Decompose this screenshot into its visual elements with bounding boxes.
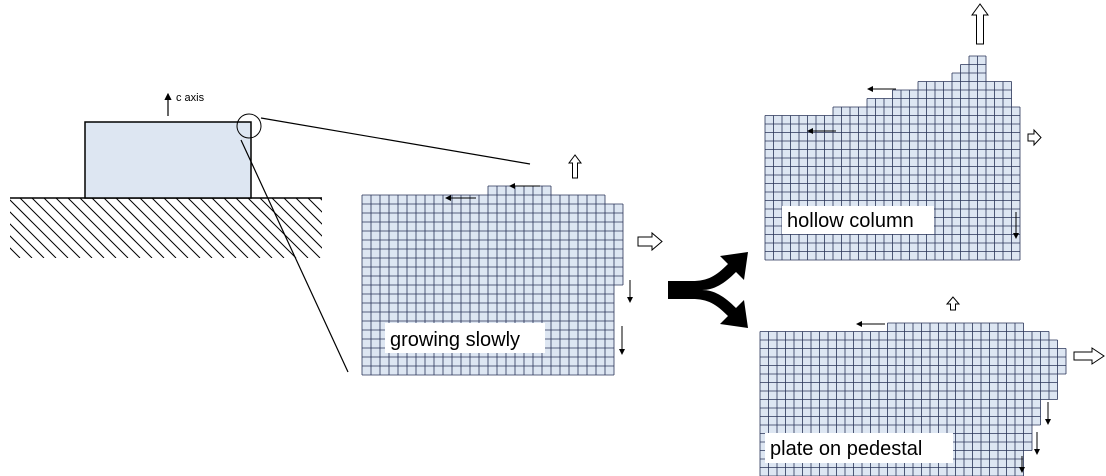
growing-label-box xyxy=(385,323,545,353)
hollow-up-hollow-arrow xyxy=(971,3,989,45)
plate-label-box xyxy=(765,433,953,463)
crystal-block xyxy=(84,121,252,199)
growing-slowly-label: growing slowly xyxy=(390,329,520,351)
plate-right-hollow-arrow xyxy=(1073,347,1105,365)
zoom-circle xyxy=(236,113,262,139)
hollow-label-box xyxy=(782,206,934,234)
zoom-line-top xyxy=(260,117,531,165)
hollow-right-hollow-arrow xyxy=(1027,128,1042,147)
zoom-line-bottom xyxy=(240,139,349,373)
plate-up-hollow-arrow xyxy=(945,296,961,311)
fork-arrow xyxy=(668,252,748,328)
growing-right-hollow-arrow xyxy=(637,231,663,252)
growing-up-hollow-arrow xyxy=(568,154,582,179)
plate-on-pedestal-label: plate on pedestal xyxy=(770,438,922,460)
hollow-column-label: hollow column xyxy=(787,210,914,232)
substrate-hatching xyxy=(10,197,322,258)
c-axis-label: c axis xyxy=(176,92,205,104)
